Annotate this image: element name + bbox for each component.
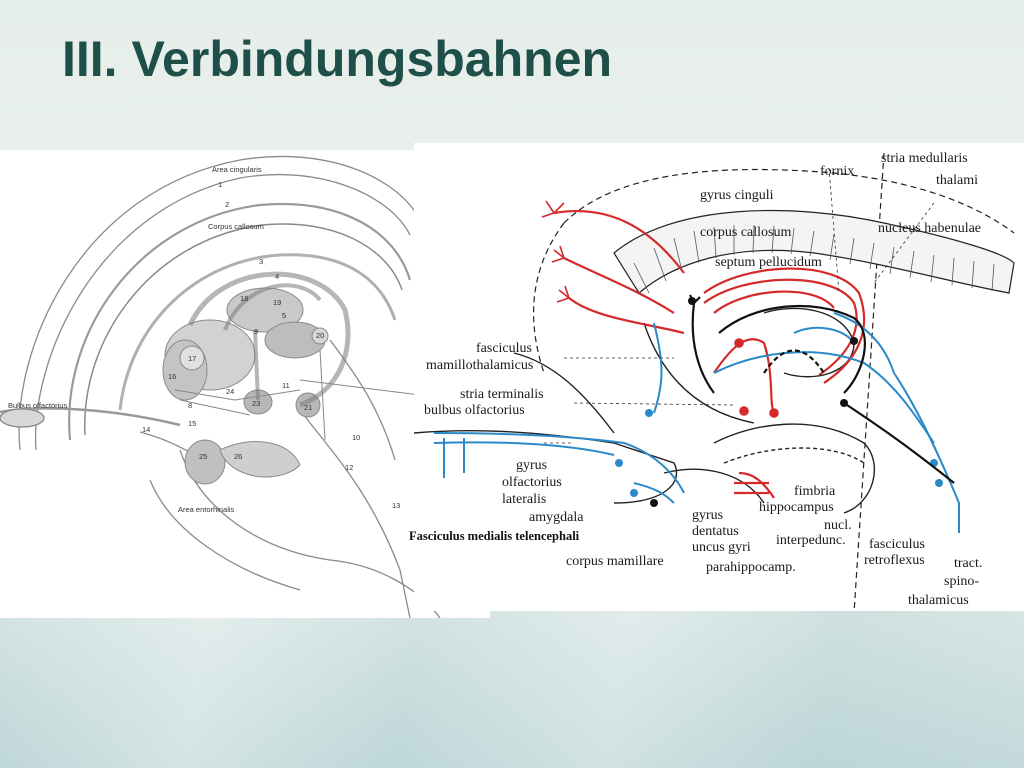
label-corpus-callosum: corpus callosum: [700, 225, 791, 240]
label-stria-terminalis: stria terminalis: [460, 387, 544, 402]
number-label: 8: [188, 401, 192, 410]
number-label: 20: [316, 331, 324, 340]
label-fasciculus-mt-2: mamillothalamicus: [426, 358, 533, 373]
left-brain-drawing: Area cingularis Corpus callosum Bulbus o…: [0, 155, 441, 619]
label-parahippocamp: parahippocamp.: [706, 560, 796, 575]
label-nucl-2: interpedunc.: [776, 533, 846, 548]
label-nucleus-habenulae: nucleus habenulae: [878, 221, 981, 236]
number-label: 4: [275, 272, 279, 281]
number-label: 14: [142, 425, 150, 434]
label-corpus-callosum: Corpus callosum: [208, 222, 264, 231]
label-corpus-mamillare: corpus mamillare: [566, 554, 664, 569]
label-nucl-1: nucl.: [824, 518, 852, 533]
number-label: 24: [226, 387, 234, 396]
background-band: [0, 610, 1024, 768]
label-fasciculus-rf-1: fasciculus: [869, 537, 925, 552]
label-area-cingularis: Area cingularis: [212, 165, 262, 174]
number-label: 18: [240, 294, 248, 303]
label-fornix: fornix: [820, 164, 854, 179]
number-label: 19: [273, 298, 281, 307]
number-label: 16: [168, 372, 176, 381]
figure-caption: Fasciculus medialis telencephali: [407, 529, 582, 544]
label-gyrus-dentatus-2: dentatus: [692, 524, 739, 539]
label-fimbria-1: fimbria: [794, 484, 836, 499]
number-label: 12: [345, 463, 353, 472]
label-thalami: thalami: [936, 173, 978, 188]
label-fasciculus-rf-2: retroflexus: [864, 553, 925, 568]
number-label: 25: [199, 452, 207, 461]
label-gyrus-olf-2: olfactorius: [502, 475, 562, 490]
label-tract-3: thalamicus: [908, 593, 969, 608]
label-fimbria-2: hippocampus: [759, 500, 834, 515]
label-fasciculus-mt-1: fasciculus: [476, 341, 532, 356]
label-bulbus-olfactorius: bulbus olfactorius: [424, 403, 525, 418]
slide-title: III. Verbindungsbahnen: [62, 31, 613, 87]
label-gyrus-olf-3: lateralis: [502, 492, 546, 507]
label-tract-1: tract.: [954, 556, 982, 571]
label-gyrus-cinguli: gyrus cinguli: [700, 188, 774, 203]
number-label: 11: [282, 381, 290, 390]
number-label: 17: [188, 354, 196, 363]
label-stria-medullaris: stria medullaris: [881, 151, 968, 166]
number-label: 2: [225, 200, 229, 209]
number-label: 1: [218, 180, 222, 189]
label-septum-pellucidum: septum pellucidum: [715, 255, 822, 270]
label-gyrus-dentatus-1: gyrus: [692, 508, 723, 523]
number-label: 15: [188, 419, 196, 428]
number-label: 23: [252, 399, 260, 408]
number-label: 21: [304, 403, 312, 412]
left-brain-figure: Area cingularis Corpus callosum Bulbus o…: [0, 150, 490, 619]
number-label: 5: [282, 311, 286, 320]
label-uncus-gyri: uncus gyri: [692, 540, 751, 555]
right-pathway-drawing: fornix stria medullaris thalami gyrus ci…: [413, 151, 1015, 614]
number-label: 9: [254, 327, 258, 336]
label-gyrus-olf-1: gyrus: [516, 458, 547, 473]
label-area-entorhinalis: Area entorhinalis: [178, 505, 235, 514]
number-label: 10: [352, 433, 360, 442]
label-bulbus-olfactorius: Bulbus olfactorius: [8, 401, 67, 410]
label-amygdala: amygdala: [529, 510, 584, 525]
number-label: 13: [392, 501, 400, 510]
label-tract-2: spino-: [944, 574, 979, 589]
number-label: 3: [259, 257, 263, 266]
number-label: 26: [234, 452, 242, 461]
